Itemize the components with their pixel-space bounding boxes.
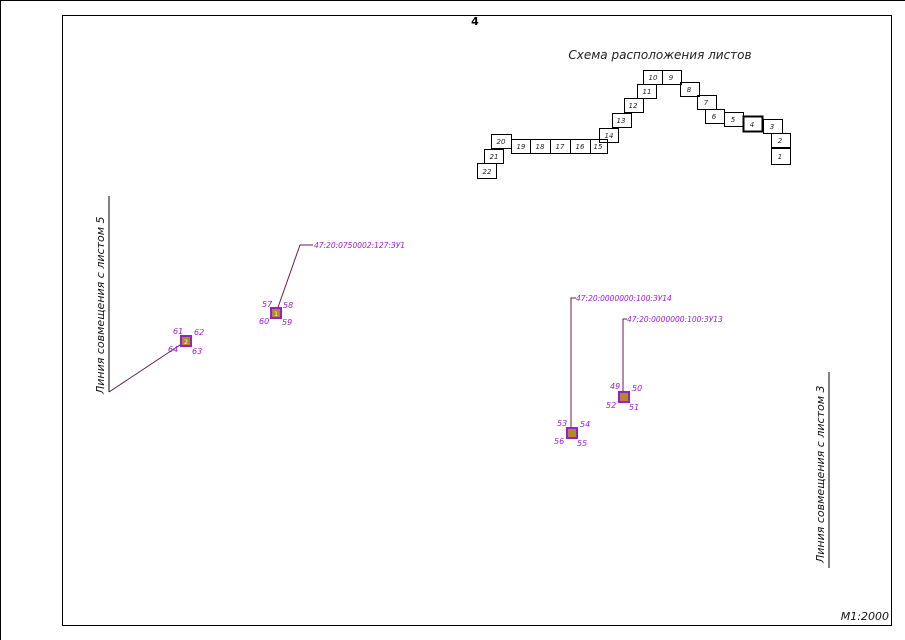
sheet-label-15: 15 [594, 143, 603, 151]
leader-line-zu1 [275, 244, 313, 314]
parcel-zu1: 47:20:0750002:127:ЗУ1 1 57 58 60 59 [259, 241, 405, 327]
point-label: 51 [629, 403, 639, 412]
parcel-2: 2 61 62 64 63 [168, 327, 204, 356]
scheme-title: Схема расположения листов [568, 48, 751, 62]
sheet-label-14: 14 [605, 132, 614, 140]
sheet-label-22: 22 [483, 168, 492, 176]
sheet-box-13 [612, 113, 632, 128]
sheet-label-5: 5 [731, 116, 736, 124]
sheet-label-11: 11 [643, 88, 652, 96]
sheet-label-10: 10 [649, 74, 658, 82]
sheet-box-22 [477, 163, 497, 179]
cadastral-label-zu13: 47:20:0000000:100:ЗУ13 [627, 315, 723, 324]
sheet-label-17: 17 [556, 143, 565, 151]
sheet-box-8 [680, 82, 700, 97]
parcel-zu14: 47:20:0000000:100:ЗУ14 53 54 56 55 [554, 294, 672, 448]
sheet-label-6: 6 [712, 113, 717, 121]
point-label: 50 [632, 384, 642, 393]
point-label: 49 [610, 382, 620, 391]
sheet-box-4-current [742, 115, 764, 133]
sheet-label-8: 8 [687, 86, 692, 94]
point-label: 61 [173, 327, 183, 336]
point-label: 55 [577, 439, 587, 448]
point-label: 62 [194, 328, 204, 337]
point-label: 56 [554, 437, 564, 446]
point-label: 57 [262, 300, 273, 309]
scale-label: M1:2000 [841, 610, 889, 623]
sheet-label-13: 13 [617, 117, 626, 125]
sheet-label-2: 2 [778, 137, 783, 145]
parcel-marker-2 [180, 335, 192, 347]
parcel-zu13: 47:20:0000000:100:ЗУ13 49 50 52 51 [606, 315, 723, 412]
parcel-marker-zu1 [270, 307, 282, 319]
sheet-box-15 [590, 139, 608, 154]
page-number: 4 [471, 15, 479, 28]
sheet-box-12 [624, 98, 644, 113]
sheet-label-18: 18 [536, 143, 545, 151]
sheet-box-1 [771, 148, 791, 165]
cadastral-label-zu1: 47:20:0750002:127:ЗУ1 [314, 241, 405, 250]
point-label: 58 [283, 301, 293, 310]
point-label: 64 [168, 345, 178, 354]
sheet-box-14 [599, 128, 619, 143]
sheet-label-4: 4 [750, 121, 754, 129]
join-line-left: Линия совмещения с листом 5 [94, 196, 110, 396]
sheet-label-12: 12 [629, 102, 638, 110]
sheet-scheme: 10 9 11 8 12 7 13 6 5 4 3 14 2 20 19 18 … [477, 70, 791, 179]
leader-line-zu14 [570, 297, 576, 432]
join-label-right: Линия совмещения с листом 3 [814, 386, 827, 565]
sheet-box-2 [771, 133, 791, 148]
sheet-label-21: 21 [490, 153, 499, 161]
sheet-label-16: 16 [576, 143, 585, 151]
point-label: 52 [606, 401, 616, 410]
sheet-label-1: 1 [778, 153, 782, 161]
drawing-frame [62, 15, 892, 626]
point-label: 59 [282, 318, 292, 327]
zone-label-2: 2 [184, 339, 188, 346]
join-label-left: Линия совмещения с листом 5 [94, 217, 107, 396]
parcel-marker-zu13 [618, 391, 630, 403]
sheet-label-19: 19 [517, 143, 526, 151]
sheet-label-20: 20 [497, 138, 506, 146]
sheet-box-9 [662, 70, 682, 85]
parcel-marker-zu14 [566, 427, 578, 439]
point-label: 60 [259, 317, 269, 326]
sheet-box-11 [637, 84, 657, 99]
point-label: 63 [192, 347, 202, 356]
point-label: 54 [580, 420, 590, 429]
leader-line-zu13 [622, 318, 627, 395]
cadastral-label-zu14: 47:20:0000000:100:ЗУ14 [576, 294, 672, 303]
zone-label-zu1: 1 [274, 311, 278, 318]
sheet-label-3: 3 [770, 123, 774, 131]
point-label: 53 [557, 419, 567, 428]
sheet-label-9: 9 [669, 74, 674, 82]
leader-line-parcel-2 [108, 340, 187, 393]
sheet-label-7: 7 [704, 99, 709, 107]
join-line-right: Линия совмещения с листом 3 [814, 372, 830, 568]
